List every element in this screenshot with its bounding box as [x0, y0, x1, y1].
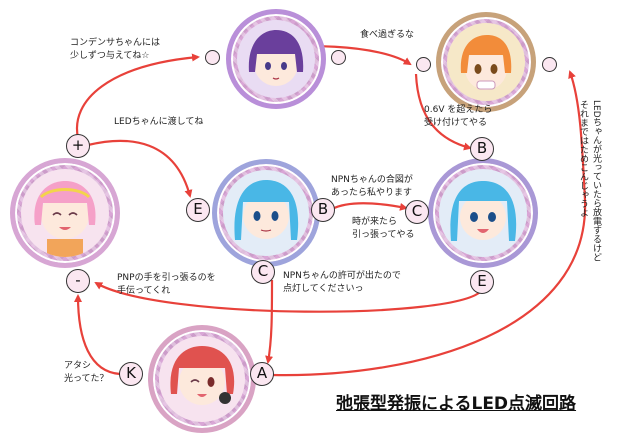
led-left-pin	[415, 56, 431, 72]
pnp-portrait	[212, 159, 320, 267]
wire-npn-emitter-to-minus	[94, 282, 483, 313]
pnp-collector-terminal: C	[251, 260, 275, 284]
battery-plus-terminal: +	[66, 134, 90, 158]
pnp-emitter-terminal: E	[186, 198, 210, 222]
npn-permission-label: NPNちゃんの許可が出たので 点灯してくださいっ	[283, 271, 401, 294]
pnp-pull-label: PNPの手を引っ張るのを 手伝ってくれ	[117, 273, 216, 296]
condenser-face-icon	[237, 20, 315, 98]
wire-pnp-collector-to-lamp	[265, 279, 274, 364]
battery-portrait	[10, 158, 120, 268]
condenser-request-label: コンデンサちゃんには 少しずつ与えてね☆	[70, 38, 161, 61]
wire-led-to-npn-base	[414, 73, 472, 151]
wire-pnp-base-to-npn-collector	[331, 202, 408, 211]
npn-emitter-terminal: E	[470, 270, 494, 294]
battery-minus-terminal: -	[66, 269, 90, 293]
pnp-face-icon	[223, 170, 309, 256]
lamp-portrait	[148, 325, 256, 433]
pnp-base-terminal: B	[311, 198, 335, 222]
wire-lamp-cathode-to-minus	[74, 294, 121, 376]
lamp-face-icon	[159, 336, 245, 422]
lamp-anode-terminal: A	[250, 362, 274, 386]
battery-face-icon	[21, 169, 109, 257]
npn-portrait	[428, 158, 538, 268]
npn-collector-terminal: C	[405, 200, 429, 224]
pass-to-led-label: LEDちゃんに渡してね	[114, 117, 204, 127]
condenser-left-pin	[204, 49, 220, 65]
lamp-cathode-terminal: K	[119, 362, 143, 386]
condenser-right-pin	[330, 49, 346, 65]
led-right-pin	[541, 56, 557, 72]
threshold-label: 0.6V を超えたら 受け付けてやる	[424, 105, 493, 128]
vertical-note-label: LEDちゃんが光っていたら放電するけど それまではためこんじゃうよ	[578, 100, 601, 262]
wire-plus-to-condenser	[75, 53, 200, 139]
wire-lamp-anode-to-led	[271, 70, 587, 377]
diagram-title: 弛張型発振によるLED点滅回路	[336, 394, 577, 414]
led-face-icon	[447, 23, 525, 101]
wire-plus-to-pnp-emitter	[87, 139, 193, 198]
npn-face-icon	[439, 169, 527, 257]
led-note-label: 食べ過ぎるな	[360, 30, 415, 40]
condenser-portrait	[226, 9, 326, 109]
npn-signal-label: NPNちゃんの合図が あったら私やります	[331, 175, 413, 198]
npn-base-terminal: B	[470, 137, 494, 161]
time-pull-label: 時が来たら 引っ張ってやる	[352, 217, 415, 240]
lamp-question-label: アタシ 光ってた？	[64, 361, 109, 384]
led-portrait	[436, 12, 536, 112]
